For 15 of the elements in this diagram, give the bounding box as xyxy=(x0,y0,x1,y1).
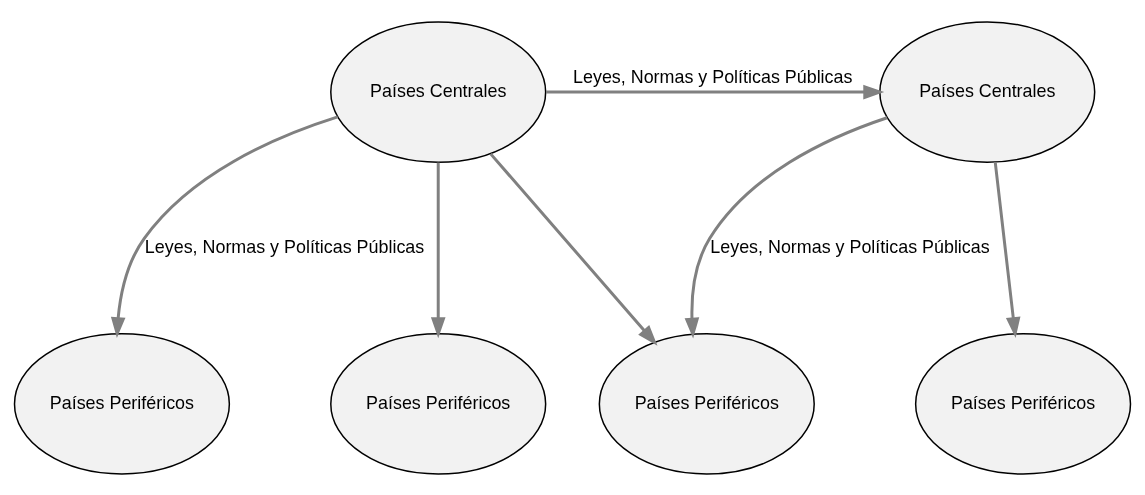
arrow xyxy=(546,84,885,99)
edge-label: Leyes, Normas y Políticas Públicas xyxy=(710,236,990,257)
arrow xyxy=(110,114,339,338)
node-ellipse: Países Centrales xyxy=(879,20,1096,163)
node-ellipse: Países Periféricos xyxy=(598,332,815,475)
edge-label: Leyes, Normas y Políticas Públicas xyxy=(573,66,853,87)
node-ellipse: Países Periféricos xyxy=(330,332,547,475)
edge-label: Leyes, Normas y Políticas Públicas xyxy=(144,236,425,257)
node-ellipse: Países Periféricos xyxy=(914,332,1132,475)
arrow xyxy=(489,152,658,346)
arrow xyxy=(684,115,888,339)
arrow xyxy=(430,162,446,338)
arrow xyxy=(993,161,1021,338)
node-ellipse: Países Centrales xyxy=(330,20,547,163)
node-ellipse: Países Periféricos xyxy=(13,332,231,475)
